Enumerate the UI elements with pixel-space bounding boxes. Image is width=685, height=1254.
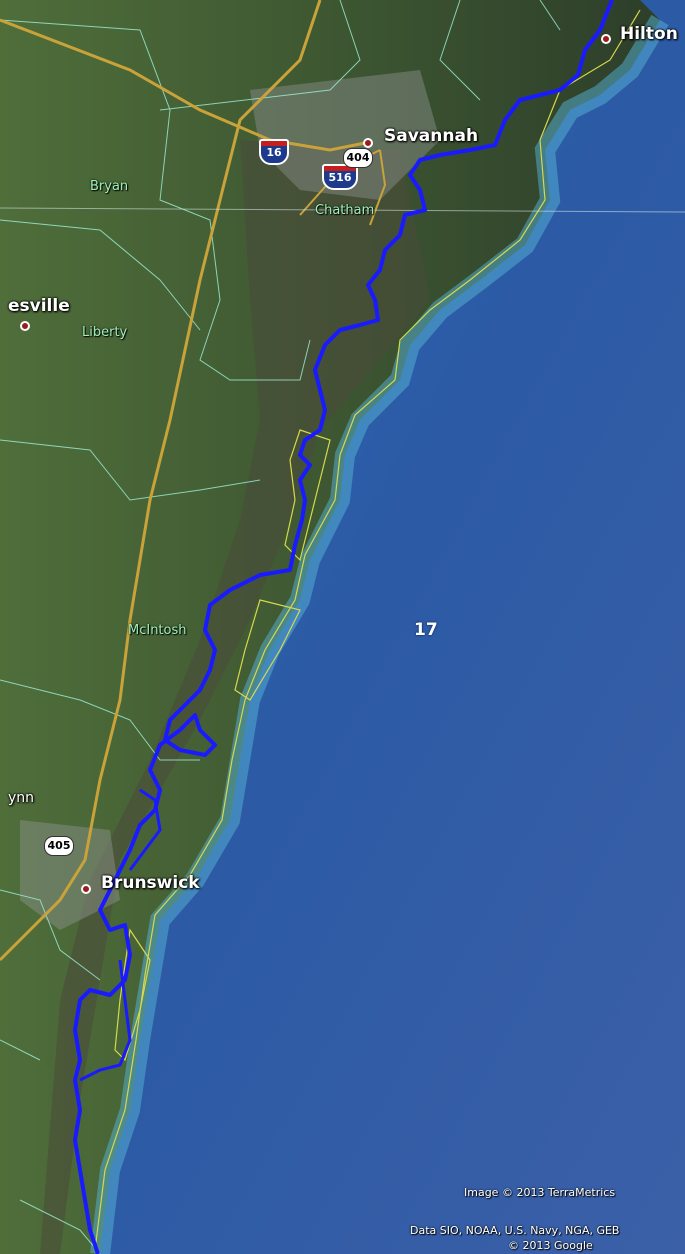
city-dot-brunswick[interactable] [81,884,91,894]
interstate-516-shield[interactable]: 516 [322,164,358,190]
route-405-shield[interactable]: 405 [44,836,74,856]
city-dot-savannah[interactable] [363,138,373,148]
county-label-chatham[interactable]: Chatham [315,203,375,218]
copyright-attribution: © 2013 Google [508,1239,593,1252]
zone-number-label[interactable]: 17 [414,620,438,640]
city-dot-hilton[interactable] [601,34,611,44]
interstate-16-shield[interactable]: 16 [259,139,289,165]
place-label-hilton[interactable]: Hilton [620,24,678,44]
marsh-area [40,140,430,1254]
place-label-savannah[interactable]: Savannah [384,126,479,146]
highway-i95 [0,0,322,962]
place-label-hinesville[interactable]: esville [8,296,70,316]
shallow-water [90,14,669,1254]
county-lines [0,0,561,1254]
place-label-brunswick[interactable]: Brunswick [101,873,200,893]
city-area-savannah [250,70,440,200]
waterway-route [73,0,614,1254]
interstate-16-number: 16 [266,146,282,159]
land-mass [0,0,660,1254]
waterway-route-branch [79,788,162,1082]
county-label-liberty[interactable]: Liberty [82,325,128,340]
county-label-mcintosh[interactable]: McIntosh [128,623,187,638]
imagery-seam [0,207,685,213]
city-dot-hinesville[interactable] [20,321,30,331]
imagery-attribution: Image © 2013 TerraMetrics [464,1186,616,1199]
route-404-shield[interactable]: 404 [343,148,373,168]
place-label-glynn[interactable]: ynn [8,790,35,806]
data-attribution: Data SIO, NOAA, U.S. Navy, NGA, GEB [410,1224,620,1237]
highway-i16 [0,18,366,152]
county-label-bryan[interactable]: Bryan [90,179,129,194]
island-outline [114,429,331,1062]
coast-outline [94,9,641,1251]
interstate-516-number: 516 [328,171,352,184]
